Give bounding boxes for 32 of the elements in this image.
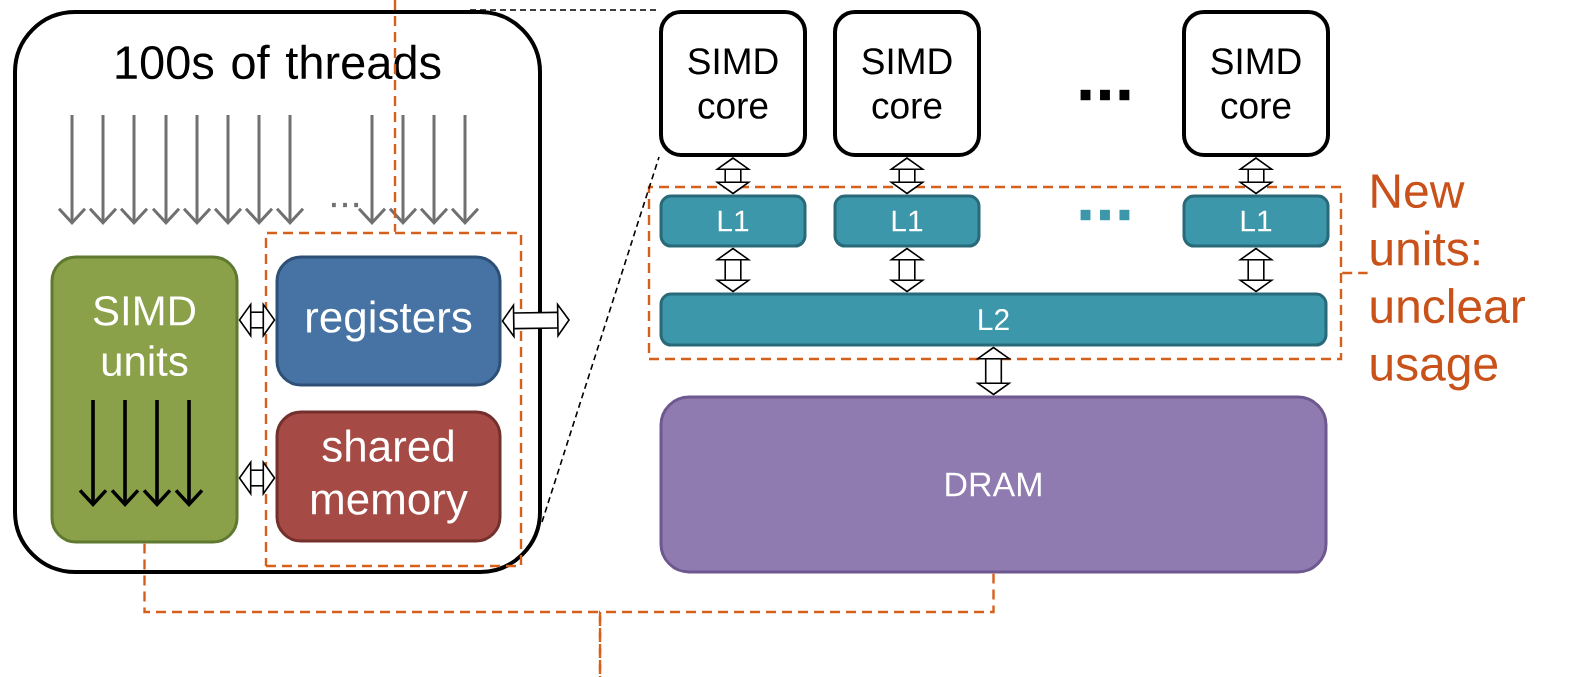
double-arrow	[888, 247, 926, 293]
double-arrow	[888, 157, 926, 195]
dashed-group-box	[264, 231, 523, 568]
ellipsis: ...	[332, 202, 359, 208]
annotation-text: New units: unclear usage	[1371, 174, 1525, 391]
core-box: SIMD core	[659, 10, 807, 157]
dram-box: DRAM	[659, 395, 1328, 574]
double-arrow	[714, 247, 752, 293]
core-box: SIMD core	[1182, 10, 1330, 157]
ellipsis: ...	[1080, 89, 1130, 101]
cache-box: L1	[659, 194, 807, 248]
dashed-group-box	[647, 185, 1343, 361]
simd-units-box: SIMD units	[50, 255, 239, 544]
core-box: SIMD core	[833, 10, 981, 157]
cache-box: L1	[1182, 194, 1330, 248]
leader-line	[1342, 271, 1368, 275]
leader-line	[598, 573, 995, 677]
double-arrow	[975, 346, 1012, 396]
cache-box: L2	[659, 292, 1328, 347]
double-arrow	[714, 157, 752, 195]
cache-box: L1	[833, 194, 981, 248]
double-arrow	[238, 301, 276, 339]
double-arrow	[238, 459, 276, 497]
leader-line	[143, 543, 602, 677]
double-arrow	[501, 302, 570, 339]
ellipsis: ...	[1080, 209, 1130, 221]
double-arrow	[1237, 157, 1275, 195]
zoom-line	[541, 156, 660, 523]
double-arrow	[1237, 247, 1275, 293]
registers-box: registers	[275, 255, 502, 387]
leader-line	[393, 0, 397, 232]
shared-memory-box: shared memory	[275, 410, 502, 543]
